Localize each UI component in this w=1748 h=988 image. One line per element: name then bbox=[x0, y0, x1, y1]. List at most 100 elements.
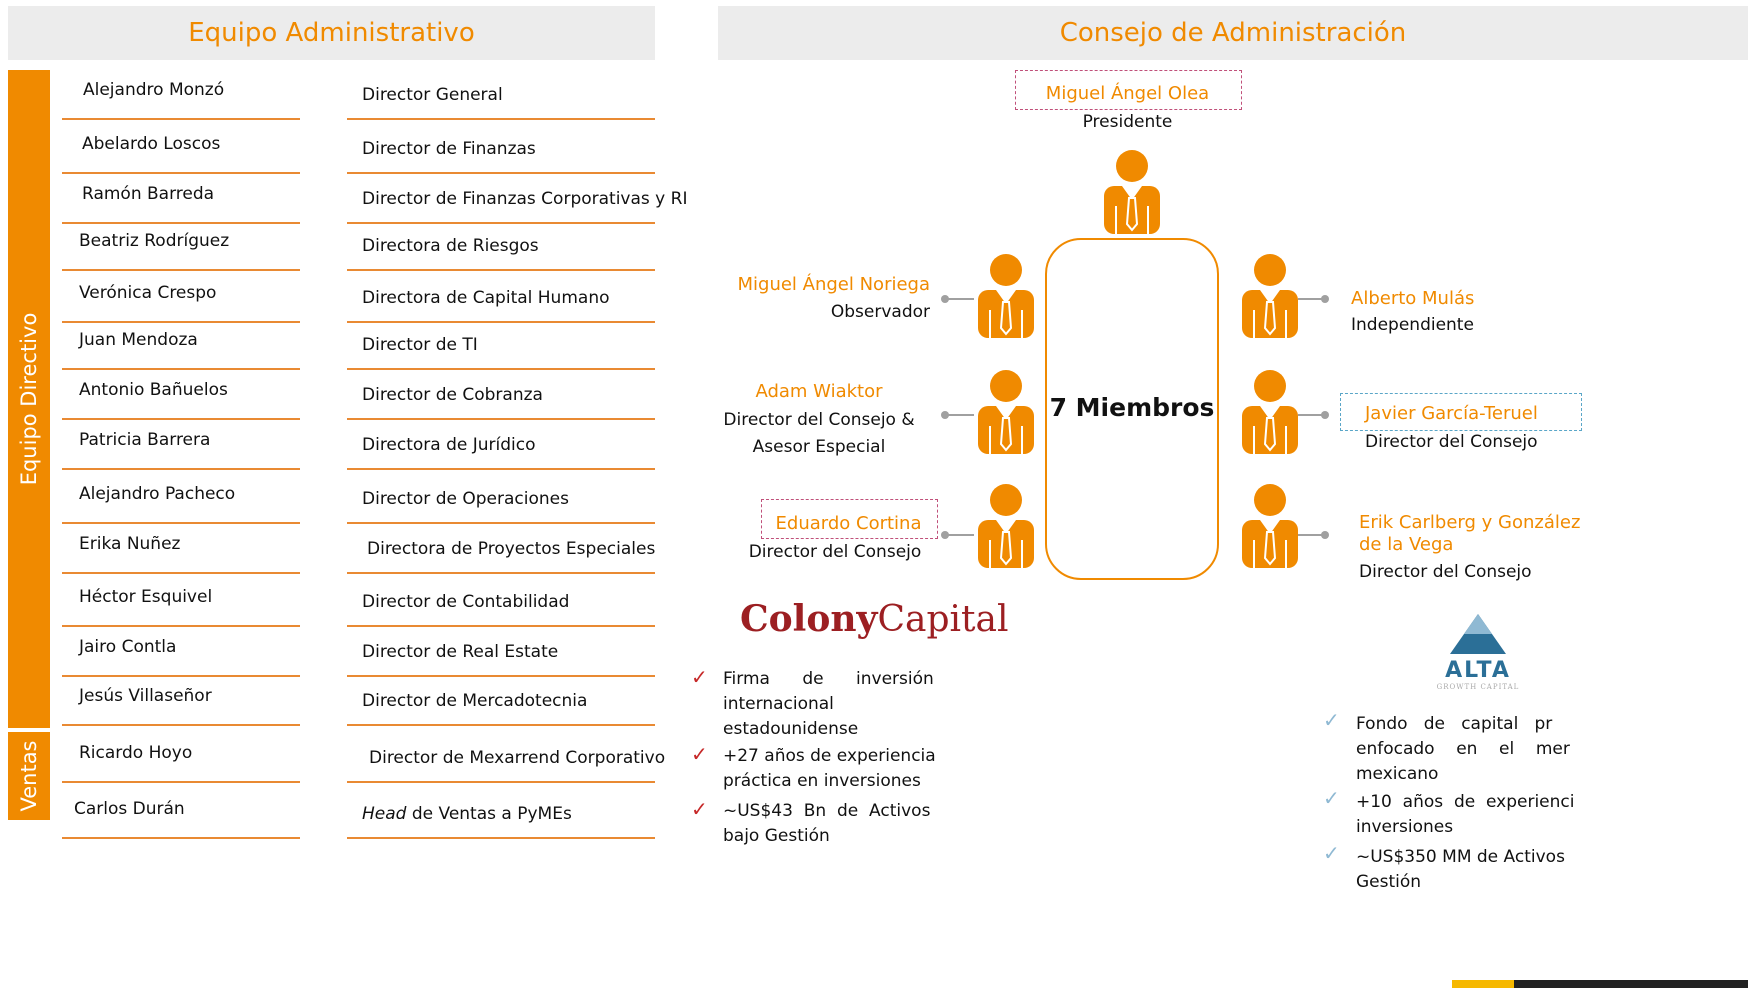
colony-bullet-1-line3: estadounidense bbox=[723, 719, 859, 739]
row-divider bbox=[347, 118, 655, 120]
noriega-name: Miguel Ángel Noriega bbox=[737, 274, 930, 295]
team-member-name: Ricardo Hoyo bbox=[79, 743, 193, 763]
alta-bullet-2-line1: +10 años de experienci bbox=[1356, 792, 1575, 812]
team-member-title: Director de Mercadotecnia bbox=[362, 691, 588, 711]
team-member-title: Director de Operaciones bbox=[362, 489, 569, 509]
team-member-title: Director de Mexarrend Corporativo bbox=[369, 748, 666, 768]
row-divider bbox=[347, 368, 655, 370]
team-member-name: Antonio Bañuelos bbox=[79, 380, 228, 400]
row-divider bbox=[347, 724, 655, 726]
teruel-person-icon bbox=[1238, 368, 1302, 454]
footer-accent-bar bbox=[1452, 980, 1514, 988]
president-role: Presidente bbox=[1082, 112, 1173, 132]
colony-logo-bold: Colony bbox=[740, 598, 878, 640]
president-person-icon bbox=[1100, 148, 1164, 234]
right-header-text: Consejo de Administración bbox=[1059, 18, 1407, 48]
row-divider bbox=[62, 675, 300, 677]
colony-capital-logo: ColonyCapital bbox=[740, 598, 1008, 640]
row-divider bbox=[62, 522, 300, 524]
alta-bullet-1-line1: Fondo de capital pr bbox=[1356, 714, 1553, 734]
mulas-person-icon bbox=[1238, 252, 1302, 338]
equipo-directivo-bar: Equipo Directivo bbox=[8, 70, 50, 728]
row-divider bbox=[347, 321, 655, 323]
wiaktor-role-line2: Asesor Especial bbox=[752, 437, 886, 457]
team-member-title: Director de Real Estate bbox=[362, 642, 559, 662]
team-member-name: Alejandro Pacheco bbox=[79, 484, 236, 504]
alta-bullet-1-line3: mexicano bbox=[1356, 764, 1439, 784]
row-divider bbox=[347, 269, 655, 271]
colony-bullet-3: ~US$43 Bn de Activos bajo Gestión bbox=[723, 799, 939, 849]
team-member-name: Carlos Durán bbox=[74, 799, 185, 819]
team-member-name: Jesús Villaseñor bbox=[79, 686, 212, 706]
alta-bullet-3: ~US$350 MM de Activos Gestión bbox=[1356, 845, 1748, 895]
row-divider bbox=[347, 675, 655, 677]
noriega-person-icon bbox=[974, 252, 1038, 338]
team-member-title: Director de Finanzas Corporativas y RI bbox=[362, 189, 688, 209]
colony-bullet-2: +27 años de experiencia práctica en inve… bbox=[723, 744, 939, 794]
president-name: Miguel Ángel Olea bbox=[1045, 83, 1210, 104]
cortina-name-box bbox=[761, 499, 938, 539]
alta-logo-text: ALTA bbox=[1445, 658, 1511, 683]
alta-bullet-3-line1: ~US$350 MM de Activos bbox=[1356, 847, 1565, 867]
row-divider bbox=[62, 837, 300, 839]
team-member-title: Head de Ventas a PyMEs bbox=[362, 804, 572, 824]
row-divider bbox=[62, 468, 300, 470]
ventas-label: Ventas bbox=[17, 740, 41, 812]
president-name-box bbox=[1015, 70, 1242, 110]
teruel-connector-dot bbox=[1321, 411, 1329, 419]
colony-check-icon-2: ✓ bbox=[691, 742, 708, 766]
wiaktor-connector-dot bbox=[941, 411, 949, 419]
row-divider bbox=[347, 837, 655, 839]
row-divider bbox=[62, 572, 300, 574]
cortina-name: Eduardo Cortina bbox=[775, 513, 922, 534]
cortina-role: Director del Consejo bbox=[748, 542, 922, 562]
alta-bullet-1-line2: enfocado en el mer bbox=[1356, 739, 1570, 759]
team-member-name: Erika Nuñez bbox=[79, 534, 181, 554]
noriega-role: Observador bbox=[830, 302, 930, 322]
carlberg-connector bbox=[1298, 534, 1326, 536]
row-divider bbox=[347, 625, 655, 627]
board-member-count: 7 Miembros bbox=[1049, 393, 1215, 422]
team-member-name: Beatriz Rodríguez bbox=[79, 231, 230, 251]
team-member-title: Director General bbox=[362, 85, 503, 105]
team-member-title: Directora de Riesgos bbox=[362, 236, 539, 256]
team-member-title-rest: de Ventas a PyMEs bbox=[406, 804, 572, 824]
noriega-connector bbox=[946, 298, 974, 300]
mulas-connector-dot bbox=[1321, 295, 1329, 303]
ventas-bar: Ventas bbox=[8, 732, 50, 820]
alta-bullet-3-line2: Gestión bbox=[1356, 872, 1422, 892]
row-divider bbox=[62, 269, 300, 271]
carlberg-name-line2: de la Vega bbox=[1359, 534, 1454, 555]
row-divider bbox=[62, 118, 300, 120]
team-member-title: Director de Contabilidad bbox=[362, 592, 570, 612]
team-member-name: Jairo Contla bbox=[79, 637, 177, 657]
teruel-name-box bbox=[1340, 393, 1582, 431]
noriega-connector-dot bbox=[941, 295, 949, 303]
colony-bullet-2-line2: práctica en inversiones bbox=[723, 771, 921, 791]
mulas-name: Alberto Mulás bbox=[1351, 288, 1475, 309]
alta-growth-capital-logo: ALTA GROWTH CAPITAL bbox=[1418, 612, 1538, 696]
row-divider bbox=[62, 781, 300, 783]
cortina-person-icon bbox=[974, 482, 1038, 568]
teruel-name: Javier García-Teruel bbox=[1365, 403, 1538, 424]
cortina-connector bbox=[946, 534, 974, 536]
row-divider bbox=[347, 222, 655, 224]
alta-check-icon-2: ✓ bbox=[1323, 786, 1340, 810]
teruel-connector bbox=[1298, 414, 1326, 416]
colony-bullet-1-line1: Firma de inversión bbox=[723, 669, 934, 689]
wiaktor-person-icon bbox=[974, 368, 1038, 454]
carlberg-person-icon bbox=[1238, 482, 1302, 568]
carlberg-connector-dot bbox=[1321, 531, 1329, 539]
row-divider bbox=[62, 418, 300, 420]
right-section-header: Consejo de Administración bbox=[718, 6, 1748, 60]
team-member-title: Directora de Capital Humano bbox=[362, 288, 610, 308]
row-divider bbox=[62, 625, 300, 627]
left-header-text: Equipo Administrativo bbox=[188, 18, 475, 48]
team-member-title: Directora de Jurídico bbox=[362, 435, 536, 455]
row-divider bbox=[62, 368, 300, 370]
team-member-title: Director de Cobranza bbox=[362, 385, 543, 405]
cortina-connector-dot bbox=[941, 531, 949, 539]
alta-bullet-1: Fondo de capital pr enfocado en el mer m… bbox=[1356, 712, 1748, 787]
colony-logo-light: Capital bbox=[877, 599, 1009, 640]
row-divider bbox=[347, 468, 655, 470]
